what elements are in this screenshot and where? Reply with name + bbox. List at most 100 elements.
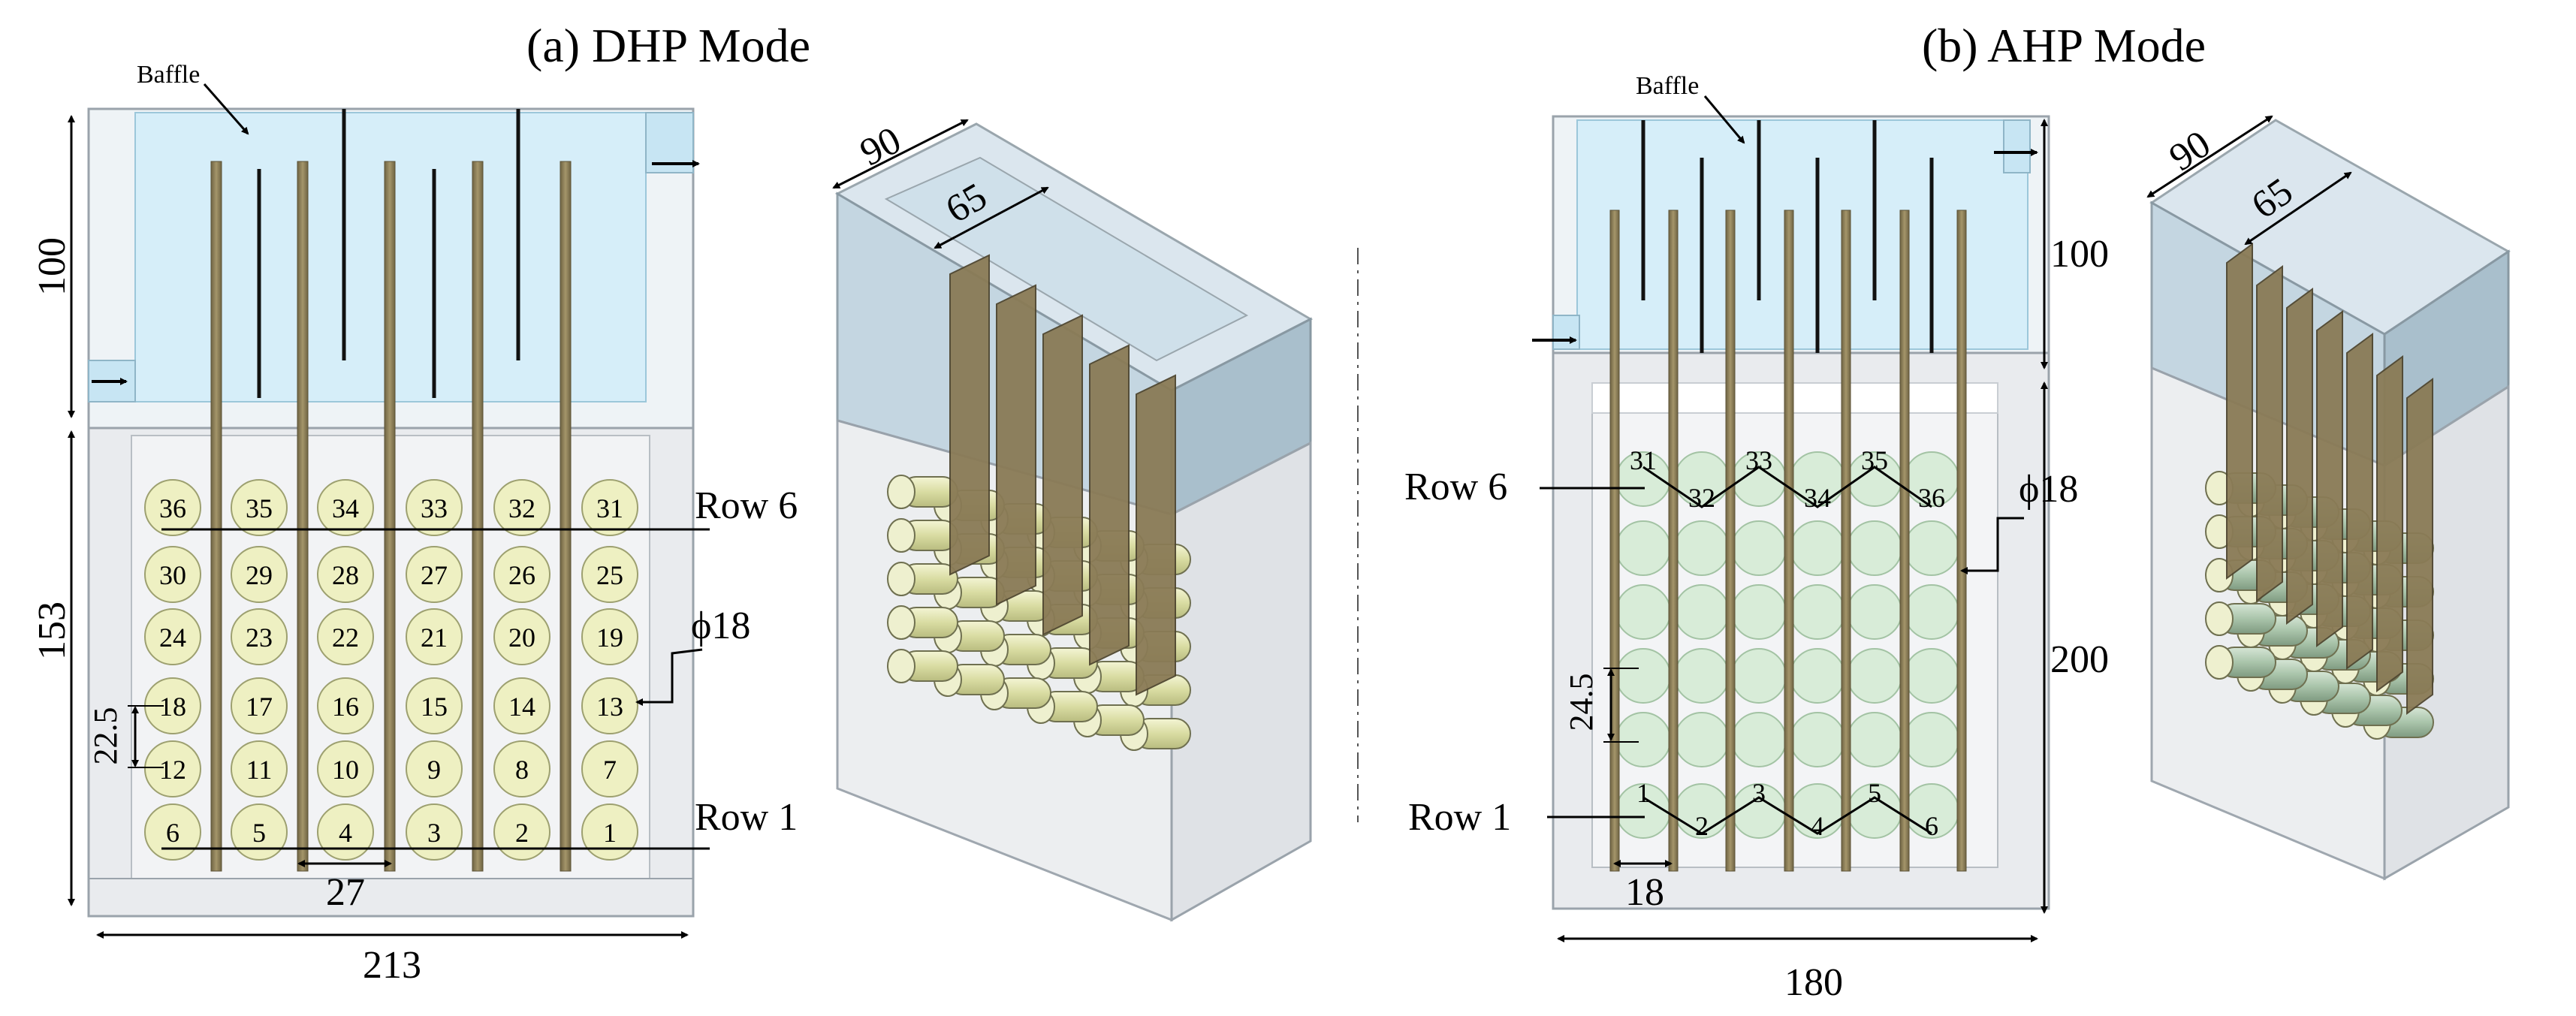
panel-b-diameter-label: ϕ18 (2019, 468, 2078, 511)
panel-a-row1-label: Row 1 (695, 796, 798, 839)
panel-a-cell-2 (493, 803, 550, 861)
panel-a-cell-25 (581, 546, 638, 603)
panel-a-cell-33 (406, 479, 463, 536)
panel-b-cell (1731, 584, 1787, 640)
panel-a-cell-label: 10 (332, 755, 359, 785)
panel-a-iso-dim-outer-line (832, 119, 969, 189)
panel-a-iso-plates (949, 254, 1176, 696)
panel-a-cell-label: 12 (159, 755, 186, 785)
panel-b-dim-width: 180 (1784, 961, 1843, 1004)
panel-a-cell-14 (493, 677, 550, 734)
panel-b-cell (1615, 648, 1671, 704)
panel-b-title: (b) AHP Mode (1922, 19, 2206, 72)
panel-b-row6-zigzag (1642, 466, 1932, 508)
panel-a-title: (a) DHP Mode (526, 19, 810, 72)
panel-b-row1-cell-label: 3 (1752, 778, 1766, 808)
panel-b-cell (1790, 648, 1845, 704)
panel-a-cell-label: 6 (166, 818, 179, 848)
panel-b-row6-cell-label: 33 (1745, 445, 1772, 475)
panel-a-cell-label: 3 (427, 818, 441, 848)
panel-b-cell (1731, 648, 1787, 704)
panel-a-cell-20 (493, 608, 550, 665)
panel-b-cell (1674, 520, 1730, 576)
panel-a-iso-cell-end (887, 475, 915, 509)
panel-b-row6-cell-label: 31 (1630, 445, 1657, 475)
panel-a-baffle-leader (203, 83, 249, 135)
panel-a-cell-13 (581, 677, 638, 734)
panel-b-baffles (1641, 120, 1934, 353)
panel-b-iso-plate-2 (2256, 265, 2283, 602)
panel-a-cell-24 (144, 608, 201, 665)
panel-a-cell-9 (406, 740, 463, 797)
panel-b-outlet-port (2003, 119, 2031, 173)
panel-a-cell-label: 25 (596, 560, 623, 590)
panel-a-cell-label: 30 (159, 560, 186, 590)
panel-a-cell-31 (581, 479, 638, 536)
panel-b-dim-top: 100 (2050, 233, 2109, 276)
panel-a-cell-label: 33 (421, 493, 448, 523)
panel-a-cell-29 (231, 546, 288, 603)
panel-a-iso-cell-end (887, 518, 915, 553)
panel-a-plate-4 (472, 161, 484, 872)
panel-a-cell-21 (406, 608, 463, 665)
panel-a-cell-label: 20 (508, 623, 535, 653)
panel-b-cell (1904, 584, 1959, 640)
panel-b-cell (1847, 648, 1902, 704)
panel-a-cell-5 (231, 803, 288, 861)
panel-b-iso-plate-3 (2286, 288, 2313, 625)
panel-a-cell-label: 22 (332, 623, 359, 653)
panel-a-cell-22 (317, 608, 374, 665)
panel-a-cell-label: 1 (603, 818, 617, 848)
panel-b-plate-1 (1609, 210, 1620, 872)
panel-b-cell (1847, 584, 1902, 640)
panel-a-cell-8 (493, 740, 550, 797)
panel-a-dim-top: 100 (31, 237, 74, 296)
panel-b-cell (1731, 712, 1787, 767)
panel-a-cell-label: 14 (508, 692, 535, 722)
panel-b-plate-2 (1668, 210, 1679, 872)
panel-a-cell-10 (317, 740, 374, 797)
panel-b-row6-label: Row 6 (1404, 466, 1507, 508)
panel-b-iso-plate-1 (2226, 243, 2253, 580)
panel-a-cell-label: 16 (332, 692, 359, 722)
panel-a-cell-36 (144, 479, 201, 536)
panel-a-iso-dim-inner-line (934, 186, 1049, 249)
panel-b-row6-cell-label: 32 (1688, 483, 1715, 513)
panel-a-dim-row: 22.5 (87, 707, 124, 765)
panel-a-cell-label: 35 (246, 493, 273, 523)
panel-a-row6-label: Row 6 (695, 484, 798, 527)
panel-a-baffle-label: Baffle (137, 61, 200, 89)
panel-b-inlet-port (1552, 315, 1580, 350)
panel-a-cell-label: 24 (159, 623, 186, 653)
panel-a-dim-pitch: 27 (326, 871, 365, 914)
panel-b-plate-5 (1841, 210, 1851, 872)
panel-a-cell-30 (144, 546, 201, 603)
panel-b-iso-plate-6 (2376, 355, 2403, 692)
panel-b-row6-cell-label: 36 (1918, 483, 1945, 513)
panel-a-cell-12 (144, 740, 201, 797)
panel-b-plate-3 (1725, 210, 1736, 872)
panel-a-cell-32 (493, 479, 550, 536)
panel-a-diameter-label: ϕ18 (691, 604, 750, 647)
panel-a-cell-27 (406, 546, 463, 603)
panel-a-cell-34 (317, 479, 374, 536)
panel-b-row6-cell-label: 34 (1804, 483, 1831, 513)
panel-b-top-band (1591, 382, 1998, 414)
panel-a-isometric-view: 90 65 (832, 119, 1314, 922)
panel-b-cell (1615, 712, 1671, 767)
panel-b-cell (1904, 520, 1959, 576)
panel-a-cell-label: 23 (246, 623, 273, 653)
panel-a-cell-label: 8 (515, 755, 529, 785)
panel-b-row1-cell-label: 4 (1811, 811, 1824, 841)
panel-a-cell-35 (231, 479, 288, 536)
panel-a-cell-label: 17 (246, 692, 273, 722)
panel-a-cell-label: 29 (246, 560, 273, 590)
panel-a-cell-label: 7 (603, 755, 617, 785)
panel-a-cell-label: 32 (508, 493, 535, 523)
panel-b-cell (1674, 584, 1730, 640)
panel-b-row1-cell-label: 5 (1868, 778, 1881, 808)
panel-a-iso-plate-5 (1136, 374, 1176, 696)
panel-a-cell-label: 34 (332, 493, 359, 523)
panel-a-cell-label: 21 (421, 623, 448, 653)
